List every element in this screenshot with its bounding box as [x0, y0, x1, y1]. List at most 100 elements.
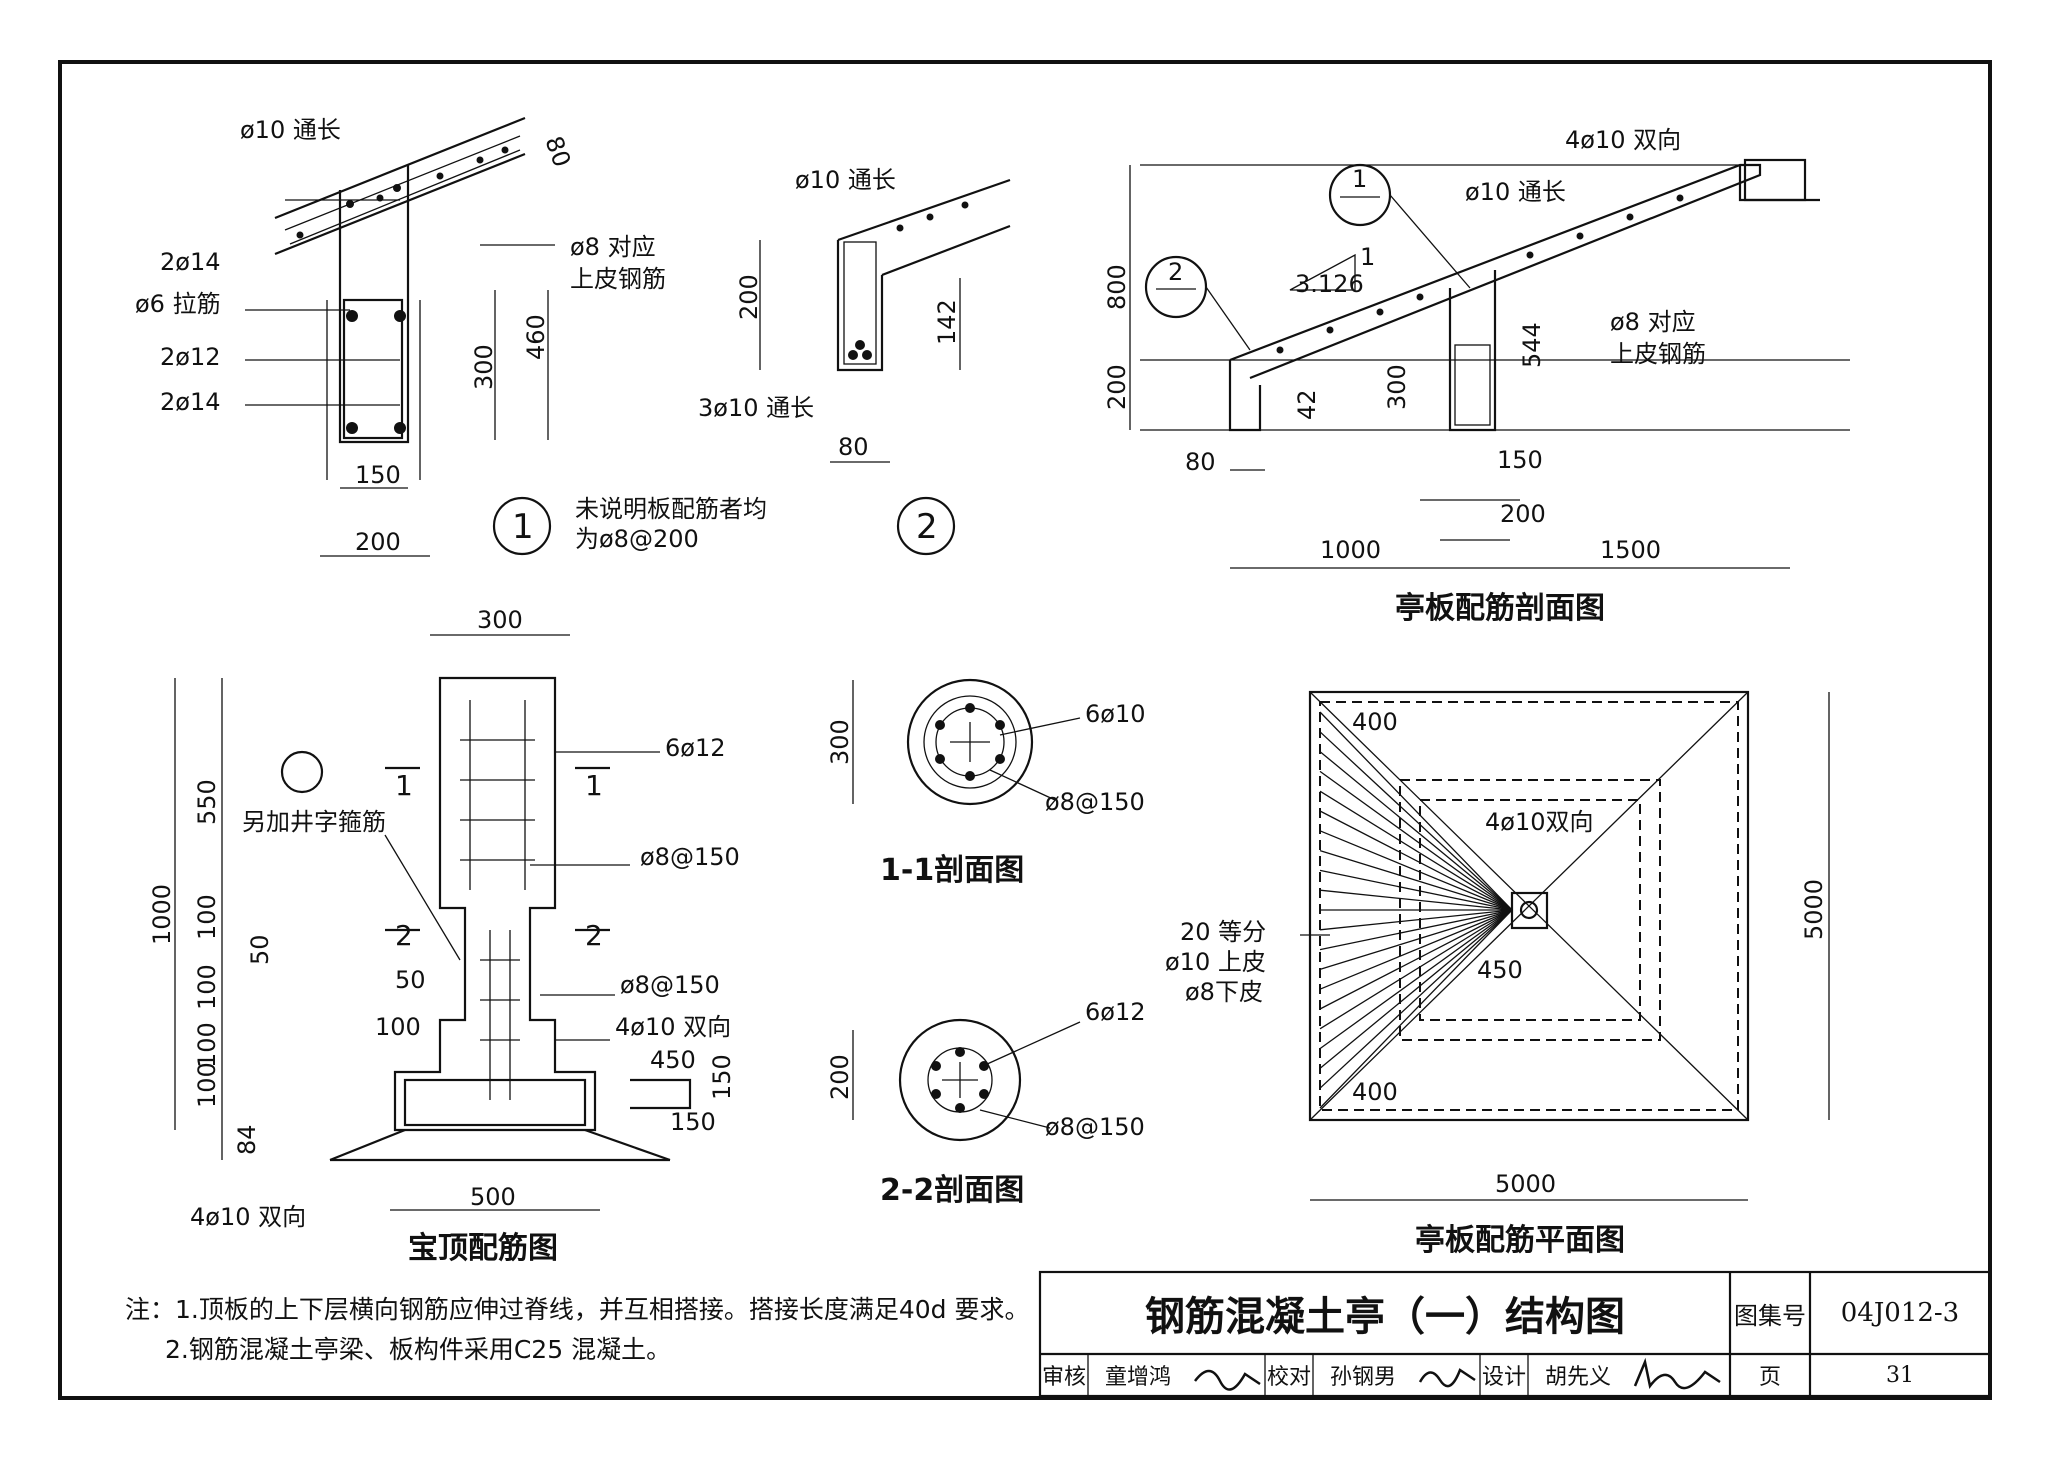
sec11-title: 1-1剖面图: [880, 853, 1024, 888]
checker-signature: [1418, 1368, 1476, 1388]
s11-stir: ø8@150: [1045, 788, 1145, 816]
d1-bar-top: ø10 通长: [240, 116, 341, 144]
s-slope-a: 1: [1360, 243, 1375, 271]
s-note-bar: ø8 对应: [1610, 308, 1696, 336]
radial-bar: [1319, 869, 1513, 911]
d1-note-bar: ø8 对应: [570, 233, 656, 261]
radial-bar: [1319, 909, 1513, 1050]
d2-d200: 200: [735, 274, 763, 320]
f-d100c: 100: [193, 1022, 221, 1068]
s-d300: 300: [1383, 364, 1411, 410]
finial-title: 宝顶配筋图: [408, 1231, 558, 1266]
radial-bar: [1319, 909, 1513, 1010]
s22-stir: ø8@150: [1045, 1113, 1145, 1141]
title-block: 钢筋混凝土亭（一）结构图 图集号 04J012-3 审核 童增鸿 校对 孙钢男 …: [1040, 1272, 1990, 1396]
roof-plan: [1300, 690, 1830, 1201]
f-extra: 另加井字箍筋: [242, 808, 386, 836]
radial-bar: [1319, 909, 1513, 1089]
design-label: 设计: [1481, 1365, 1526, 1390]
radial-bar: [1319, 751, 1513, 911]
notes: 注：1.顶板的上下层横向钢筋应伸过脊线，并互相搭接。搭接长度满足40d 要求。 …: [125, 1290, 1029, 1370]
roof-section: [1129, 158, 1850, 569]
s22-d200: 200: [826, 1054, 854, 1100]
labels: ø10 通长 80 2ø14 ø6 拉筋 2ø12 2ø14 ø8 对应 上皮钢…: [135, 116, 1828, 1266]
p-d5000v: 5000: [1800, 879, 1828, 940]
radial-bar: [1319, 909, 1513, 1030]
section-title: 亭板配筋剖面图: [1395, 591, 1605, 626]
f-r4010: 4ø10 双向: [615, 1013, 731, 1041]
detail-marker-1: [492, 496, 552, 556]
sheet-border: [58, 60, 1992, 1400]
d1-r4: 2ø14: [160, 388, 221, 416]
radial-bar: [1319, 909, 1513, 951]
radial-bar: [1319, 770, 1513, 911]
atlas-label: 图集号: [1734, 1301, 1806, 1330]
f-d300: 300: [477, 606, 523, 634]
p-div3: ø8下皮: [1185, 978, 1263, 1006]
f-d84: 84: [233, 1124, 261, 1155]
d2-bottom: 3ø10 通长: [698, 394, 814, 422]
d1-w200: 200: [355, 528, 401, 556]
radial-bar: [1319, 790, 1513, 911]
detail-marker-2: [896, 496, 956, 556]
atlas-number: 04J012-3: [1840, 1298, 1960, 1328]
s-slope-b: 3.126: [1295, 270, 1364, 298]
s11-bar: 6ø10: [1085, 700, 1146, 728]
f-d100b: 100: [193, 964, 221, 1010]
page-label: 页: [1758, 1365, 1781, 1390]
s-d800: 800: [1103, 264, 1131, 310]
radial-bar: [1319, 810, 1513, 911]
d2-bar-top: ø10 通长: [795, 166, 896, 194]
p-div2: ø10 上皮: [1165, 948, 1266, 976]
f-cut1-right: 1: [585, 769, 603, 802]
s-note-bar2: 上皮钢筋: [1610, 340, 1706, 368]
d1-r1: 2ø14: [160, 248, 221, 276]
p-d400b: 400: [1352, 1078, 1398, 1106]
drawing-title: 钢筋混凝土亭（一）结构图: [1145, 1294, 1625, 1340]
p-div1: 20 等分: [1180, 918, 1266, 946]
d1-d300: 300: [470, 344, 498, 390]
s22-bar: 6ø12: [1085, 998, 1146, 1026]
radial-bar: [1319, 889, 1513, 911]
section-2-2: [852, 1018, 1081, 1142]
radial-bar: [1319, 909, 1513, 931]
checker-name: 孙钢男: [1329, 1365, 1396, 1390]
s11-d300: 300: [826, 719, 854, 765]
d1-marker: 1: [512, 507, 534, 547]
f-cut2-right: 2: [585, 919, 603, 952]
f-d50a: 50: [246, 934, 274, 965]
s-d80: 80: [1185, 448, 1216, 476]
designer-signature: [1633, 1357, 1721, 1390]
f-d100d: 100: [193, 1062, 221, 1108]
s-ref2: 2: [1168, 258, 1183, 286]
d1-note1: 未说明板配筋者均: [575, 495, 767, 523]
f-cut2-left: 2: [395, 919, 413, 952]
f-d500: 500: [470, 1183, 516, 1211]
sec22-title: 2-2剖面图: [880, 1173, 1024, 1208]
s-top-bar: 4ø10 双向: [1565, 126, 1681, 154]
d1-r3: 2ø12: [160, 343, 221, 371]
s-d42: 42: [1293, 389, 1321, 420]
p-d5000h: 5000: [1495, 1170, 1556, 1198]
d1-thickness: 80: [539, 132, 576, 170]
s-d544: 544: [1518, 322, 1546, 368]
radial-bar: [1319, 909, 1513, 971]
detail-1: [245, 116, 555, 557]
reviewer-name: 童增鸿: [1104, 1365, 1171, 1390]
f-hook-150b: 150: [670, 1108, 716, 1136]
detail-2: [759, 178, 1011, 556]
f-d550: 550: [193, 779, 221, 825]
s-bar: ø10 通长: [1465, 178, 1566, 206]
f-d100a: 100: [193, 894, 221, 940]
d1-d460: 460: [522, 314, 550, 360]
finial-detail: [174, 634, 692, 1211]
d1-r2: ø6 拉筋: [135, 290, 221, 318]
d2-marker: 2: [916, 507, 938, 547]
d2-d142: 142: [933, 299, 961, 345]
note-line-1: 注：1.顶板的上下层横向钢筋应伸过脊线，并互相搭接。搭接长度满足40d 要求。: [125, 1295, 1030, 1324]
note-line-2: 2.钢筋混凝土亭梁、板构件采用C25 混凝土。: [165, 1335, 672, 1364]
d1-note2: 为ø8@200: [575, 525, 699, 553]
section-1-1: [852, 678, 1081, 806]
s-ref1: 1: [1352, 165, 1367, 193]
